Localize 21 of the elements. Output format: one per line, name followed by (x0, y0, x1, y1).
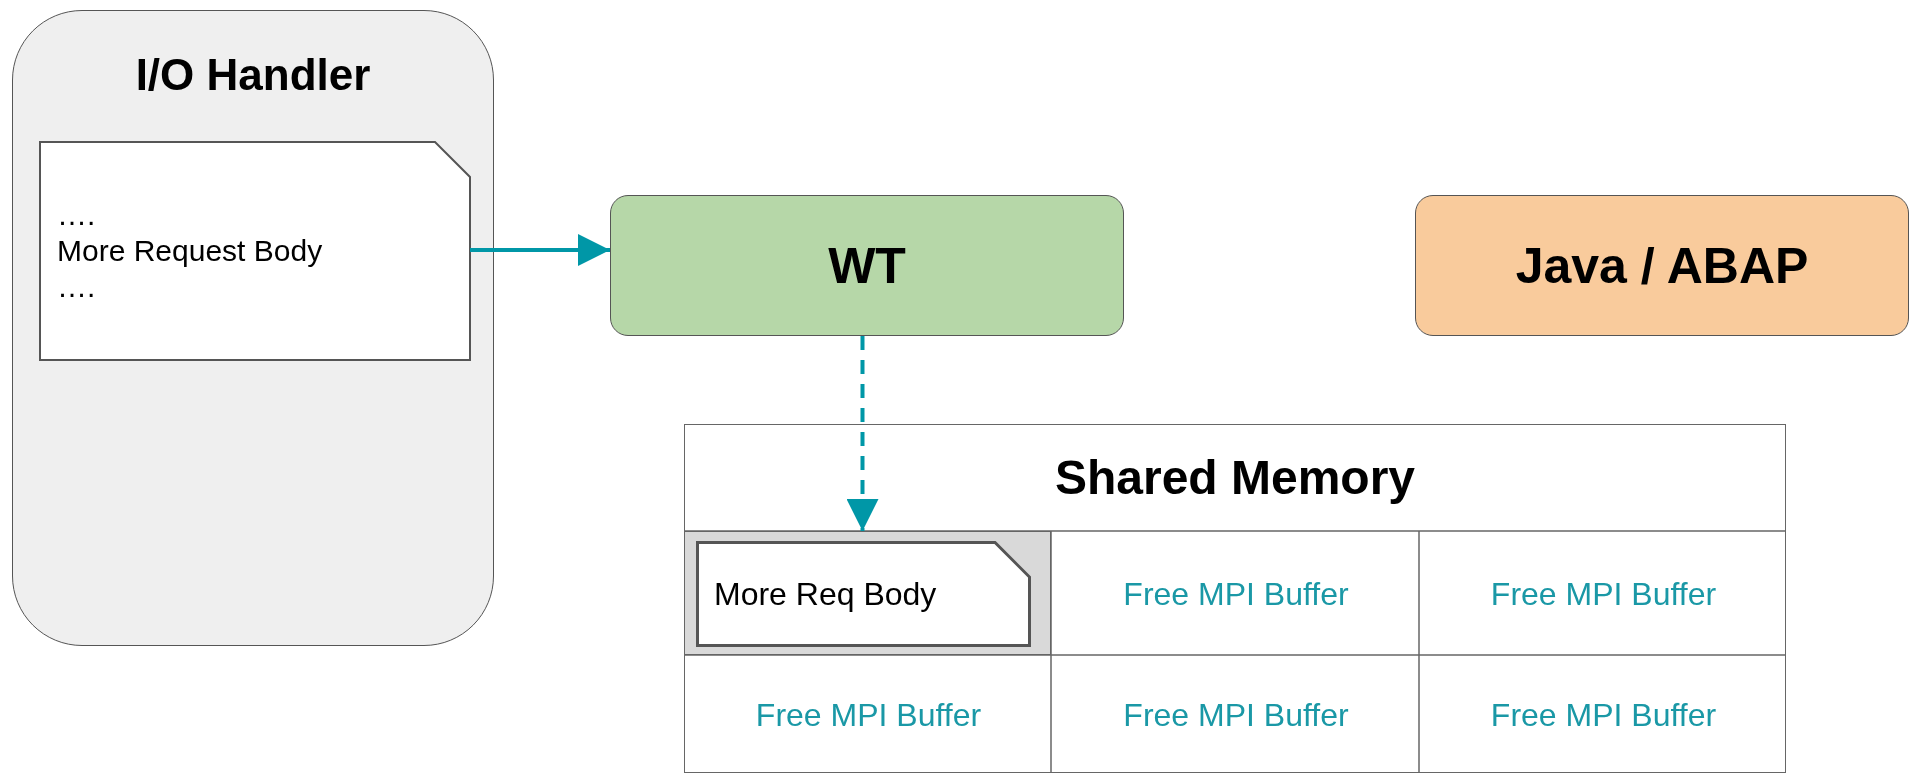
buffer-label: Free MPI Buffer (1490, 574, 1717, 614)
arrow (470, 234, 610, 266)
body-text: More Request Body (57, 233, 323, 269)
body-text: …. (57, 269, 96, 305)
arrow (846, 336, 879, 531)
title-label: WT (828, 236, 906, 296)
handler-panel (12, 10, 494, 646)
title-label: Java / ABAP (1515, 236, 1809, 296)
buffer-label: Free MPI Buffer (1123, 574, 1349, 614)
buffer-label: Free MPI Buffer (1490, 695, 1717, 735)
title-label: I/O Handler (135, 49, 371, 101)
document-box (696, 541, 1031, 647)
process-box (1415, 195, 1909, 336)
buffer-label: Free MPI Buffer (1123, 695, 1349, 735)
body-text: More Req Body (714, 574, 937, 614)
memory-table (684, 424, 1786, 773)
buffer-label: Free MPI Buffer (755, 695, 982, 735)
process-box (610, 195, 1124, 336)
title-label: Shared Memory (1054, 450, 1416, 506)
body-text: …. (57, 197, 96, 233)
document-box (39, 141, 471, 361)
